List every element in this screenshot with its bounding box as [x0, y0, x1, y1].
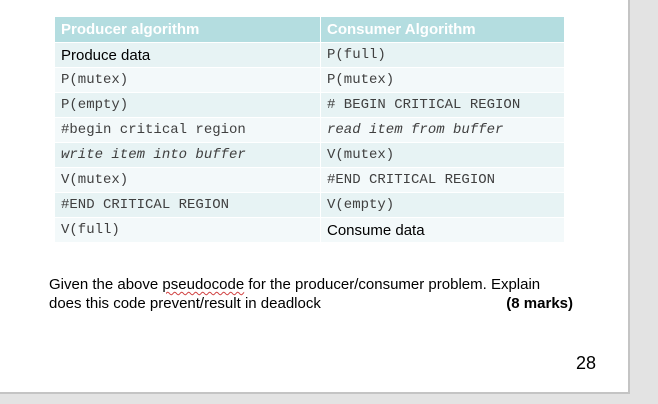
producer-cell: #begin critical region — [54, 117, 321, 143]
producer-consumer-table: Producer algorithm Consumer Algorithm Pr… — [54, 16, 565, 243]
producer-cell: #END CRITICAL REGION — [54, 192, 321, 218]
producer-cell: write item into buffer — [54, 142, 321, 168]
table-row: V(full) Consume data — [54, 217, 565, 243]
table-header-row: Producer algorithm Consumer Algorithm — [54, 16, 565, 43]
spellcheck-word[interactable]: pseudocode — [162, 276, 245, 293]
consumer-cell: Consume data — [320, 217, 565, 243]
marks-label: (8 marks) — [506, 295, 573, 312]
page-number: 28 — [576, 353, 597, 373]
table-row: write item into buffer V(mutex) — [54, 142, 565, 168]
consumer-cell: P(full) — [320, 42, 565, 68]
consumer-cell: P(mutex) — [320, 67, 565, 93]
consumer-cell: #END CRITICAL REGION — [320, 167, 565, 193]
producer-cell: V(full) — [54, 217, 321, 243]
slide-page: Producer algorithm Consumer Algorithm Pr… — [0, 0, 630, 394]
table-row: P(mutex) P(mutex) — [54, 67, 565, 93]
consumer-cell: V(empty) — [320, 192, 565, 218]
producer-cell: V(mutex) — [54, 167, 321, 193]
header-producer: Producer algorithm — [54, 16, 321, 43]
table-row: #begin critical region read item from bu… — [54, 117, 565, 143]
header-consumer: Consumer Algorithm — [320, 16, 565, 43]
consumer-cell: V(mutex) — [320, 142, 565, 168]
producer-cell: Produce data — [54, 42, 321, 68]
question-text-after: for the producer/consumer problem. Expla… — [49, 276, 541, 312]
table-row: V(mutex) #END CRITICAL REGION — [54, 167, 565, 193]
question-text-before: Given the above — [49, 276, 163, 293]
consumer-cell: # BEGIN CRITICAL REGION — [320, 92, 565, 118]
producer-cell: P(empty) — [54, 92, 321, 118]
producer-cell: P(mutex) — [54, 67, 321, 93]
table-row: P(empty) # BEGIN CRITICAL REGION — [54, 92, 565, 118]
consumer-cell: read item from buffer — [320, 117, 565, 143]
table-row: Produce data P(full) — [54, 42, 565, 68]
table-row: #END CRITICAL REGION V(empty) — [54, 192, 565, 218]
question-text: Given the above pseudocode for the produ… — [49, 275, 573, 313]
